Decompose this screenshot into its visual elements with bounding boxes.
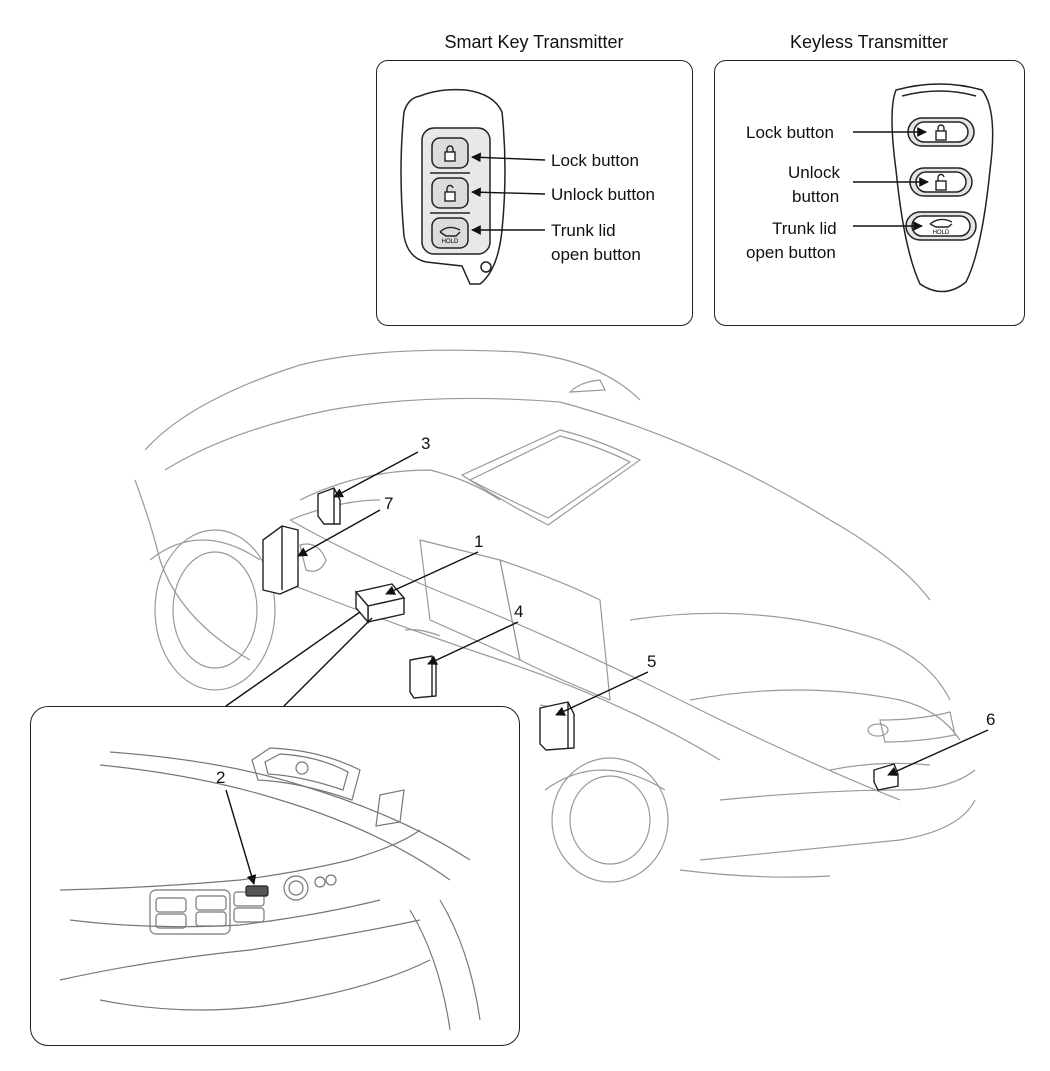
smart-key-leaders <box>471 152 546 235</box>
car-outline <box>134 349 976 883</box>
keyless-hold-text: HOLD <box>933 230 950 236</box>
callout-2: 2 <box>216 768 226 787</box>
inset-callout-leader <box>225 789 257 885</box>
keyless-trunk-label-line2: open button <box>746 243 836 262</box>
smart-trunk-icon <box>439 226 461 237</box>
callout-6: 6 <box>986 710 996 729</box>
smart-unlock-label: Unlock button <box>551 185 655 204</box>
keyless-lock-icon <box>935 124 947 141</box>
keyless-trunk-icon <box>929 218 953 228</box>
smart-trunk-label-line1: Trunk lid <box>551 221 616 240</box>
trunk-open-switch <box>245 885 269 897</box>
keyless-unlock-icon <box>935 173 947 191</box>
callout-3: 3 <box>421 434 431 453</box>
smart-trunk-label-line2: open button <box>551 245 641 264</box>
door-panel-drawing <box>59 747 481 1031</box>
keyless-lock-label: Lock button <box>746 123 834 142</box>
callout-4: 4 <box>514 602 524 621</box>
callout-1: 1 <box>474 532 484 551</box>
smart-lock-label: Lock button <box>551 151 639 170</box>
smart-hold-text: HOLD <box>442 239 459 245</box>
car-callout-leaders <box>225 451 989 776</box>
smart-lock-icon <box>444 145 456 162</box>
smart-unlock-icon <box>444 184 456 202</box>
keyless-unlock-label-line2: button <box>792 187 840 206</box>
keyless-title: Keyless Transmitter <box>789 32 949 52</box>
keyless-unlock-label-line1: Unlock <box>788 163 840 182</box>
door-switch-inset-panel <box>30 706 520 1046</box>
callout-5: 5 <box>647 652 657 671</box>
smart-key-title: Smart Key Transmitter <box>444 32 624 52</box>
callout-7: 7 <box>384 494 394 513</box>
keyless-leaders <box>853 127 929 231</box>
component-boxes <box>262 487 899 791</box>
keyless-trunk-label-line1: Trunk lid <box>772 219 837 238</box>
